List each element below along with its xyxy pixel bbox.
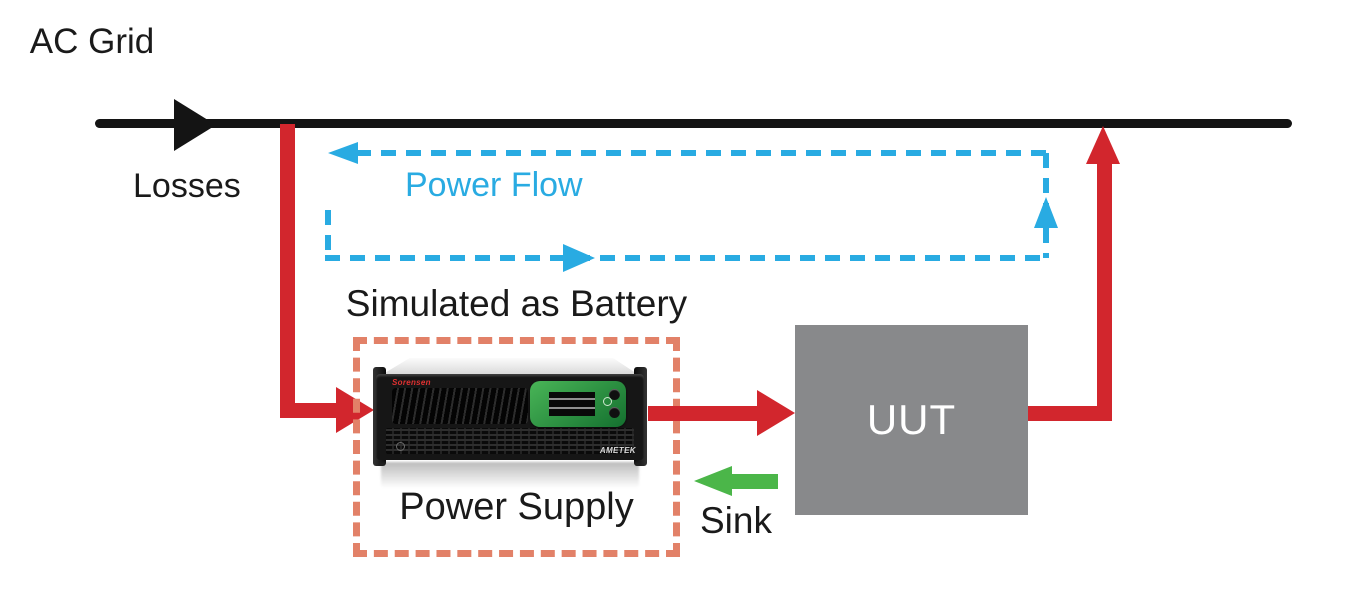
power-supply-label: Power Supply xyxy=(399,486,634,528)
device-reflection xyxy=(381,462,639,488)
device-logo-badge-icon xyxy=(603,397,612,406)
sink-arrowhead-icon xyxy=(694,466,732,496)
device-power-knob-icon xyxy=(609,407,620,418)
sorensen-brand-label: Sorensen xyxy=(392,378,431,387)
ac-grid-label: AC Grid xyxy=(29,22,155,61)
device-power-button-icon xyxy=(396,442,405,451)
grid-flow-arrowhead-icon xyxy=(174,99,216,151)
power-flow-label: Power Flow xyxy=(405,166,583,204)
device-control-panel xyxy=(530,381,626,427)
power-supply-device: Sorensen AMETEK xyxy=(373,358,647,490)
power-flow-up-arrowhead-icon xyxy=(1034,197,1058,228)
device-front-panel: Sorensen AMETEK xyxy=(376,374,644,460)
device-top-lid xyxy=(378,358,642,377)
device-screen xyxy=(541,387,603,421)
power-flow-loop-bottom-line xyxy=(325,255,1049,261)
device-grille-lower xyxy=(386,428,634,454)
power-flow-loop-top-line xyxy=(356,150,1049,156)
ac-grid-bus-line xyxy=(95,119,1292,128)
sink-label: Sink xyxy=(700,500,772,541)
battery-boundary-box xyxy=(353,337,680,557)
supply-to-uut-arrow xyxy=(648,406,760,421)
uut-to-grid-arrow-vertical xyxy=(1097,160,1112,421)
uut-to-grid-arrow-horizontal xyxy=(1028,406,1112,421)
power-flow-right-arrowhead-icon xyxy=(563,244,595,272)
sink-arrow xyxy=(728,474,778,489)
grid-to-supply-arrow-horizontal xyxy=(280,403,338,418)
uut-box: UUT xyxy=(795,325,1028,515)
grid-to-supply-arrow-vertical xyxy=(280,124,295,418)
supply-to-uut-arrowhead-icon xyxy=(757,390,795,436)
simulated-as-battery-label: Simulated as Battery xyxy=(345,283,688,324)
uut-to-grid-arrowhead-icon xyxy=(1086,126,1120,164)
losses-label: Losses xyxy=(133,167,241,205)
ametek-logo-label: AMETEK xyxy=(599,446,636,455)
uut-label: UUT xyxy=(866,396,957,443)
power-flow-loop-left-line xyxy=(325,210,331,258)
device-knob-icon xyxy=(609,389,620,400)
power-flow-left-arrowhead-icon xyxy=(328,142,358,164)
device-grille-upper xyxy=(392,388,528,424)
